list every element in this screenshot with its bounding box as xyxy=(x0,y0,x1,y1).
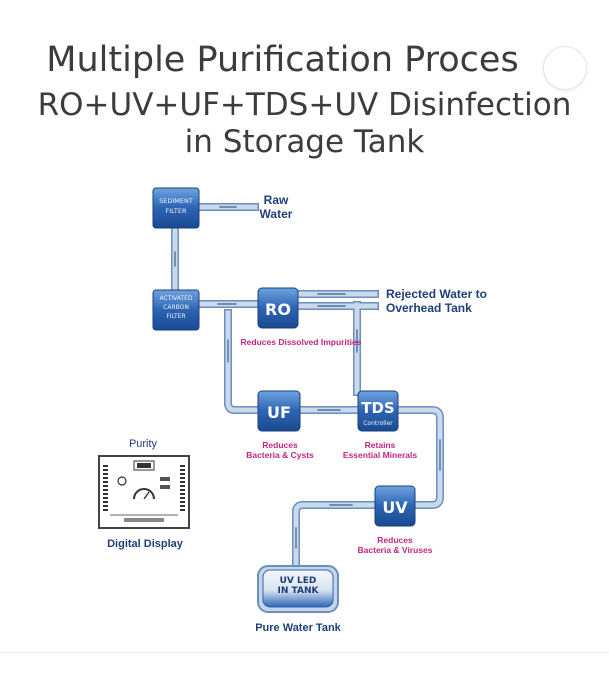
sediment-filter-box: SEDIMENT FILTER xyxy=(152,187,200,229)
uf-description: Reduces Bacteria & Cysts xyxy=(246,440,314,460)
digital-display-device xyxy=(98,455,190,529)
purity-label: Purity xyxy=(128,438,158,450)
svg-text:UV: UV xyxy=(382,498,408,517)
ro-box: RO xyxy=(257,287,299,329)
svg-text:ACTIVATED: ACTIVATED xyxy=(159,295,192,302)
page-title-line-1: Multiple Purification Proces xyxy=(46,40,519,80)
uf-box: UF xyxy=(257,390,301,432)
svg-text:UF: UF xyxy=(267,403,291,422)
carbon-filter-box: ACTIVATED CARBON FILTER xyxy=(152,289,200,331)
display-panel-graphic xyxy=(103,460,185,522)
bottom-bar xyxy=(0,652,609,685)
svg-text:IN TANK: IN TANK xyxy=(278,586,320,596)
page-title-line-2: RO+UV+UF+TDS+UV Disinfection xyxy=(37,87,572,123)
pipe-network xyxy=(171,203,444,572)
svg-text:TDS: TDS xyxy=(361,399,395,417)
svg-text:FILTER: FILTER xyxy=(166,207,187,215)
round-overlay-button[interactable] xyxy=(543,46,587,90)
svg-text:UV LED: UV LED xyxy=(280,576,317,586)
tds-controller-box: TDS Controller xyxy=(357,390,399,432)
uv-led-tank: UV LED IN TANK xyxy=(257,565,339,613)
svg-text:FILTER: FILTER xyxy=(166,313,185,320)
tds-description: Retains Essential Minerals xyxy=(342,440,418,460)
svg-text:Controller: Controller xyxy=(363,420,393,427)
uv-description: Reduces Bacteria & Viruses xyxy=(357,535,433,555)
page-title-line-3: in Storage Tank xyxy=(184,124,425,160)
ro-description: Reduces Dissolved Impurities xyxy=(240,337,362,347)
svg-text:SEDIMENT: SEDIMENT xyxy=(159,197,193,205)
uv-box: UV xyxy=(374,485,416,527)
raw-water-label: Raw Water xyxy=(259,193,293,221)
svg-text:RO: RO xyxy=(265,300,291,319)
rejected-water-label: Rejected Water to Overhead Tank xyxy=(386,287,487,315)
pure-water-tank-label: Pure Water Tank xyxy=(255,622,341,634)
digital-display-label: Digital Display xyxy=(107,538,183,550)
svg-text:CARBON: CARBON xyxy=(163,304,189,311)
